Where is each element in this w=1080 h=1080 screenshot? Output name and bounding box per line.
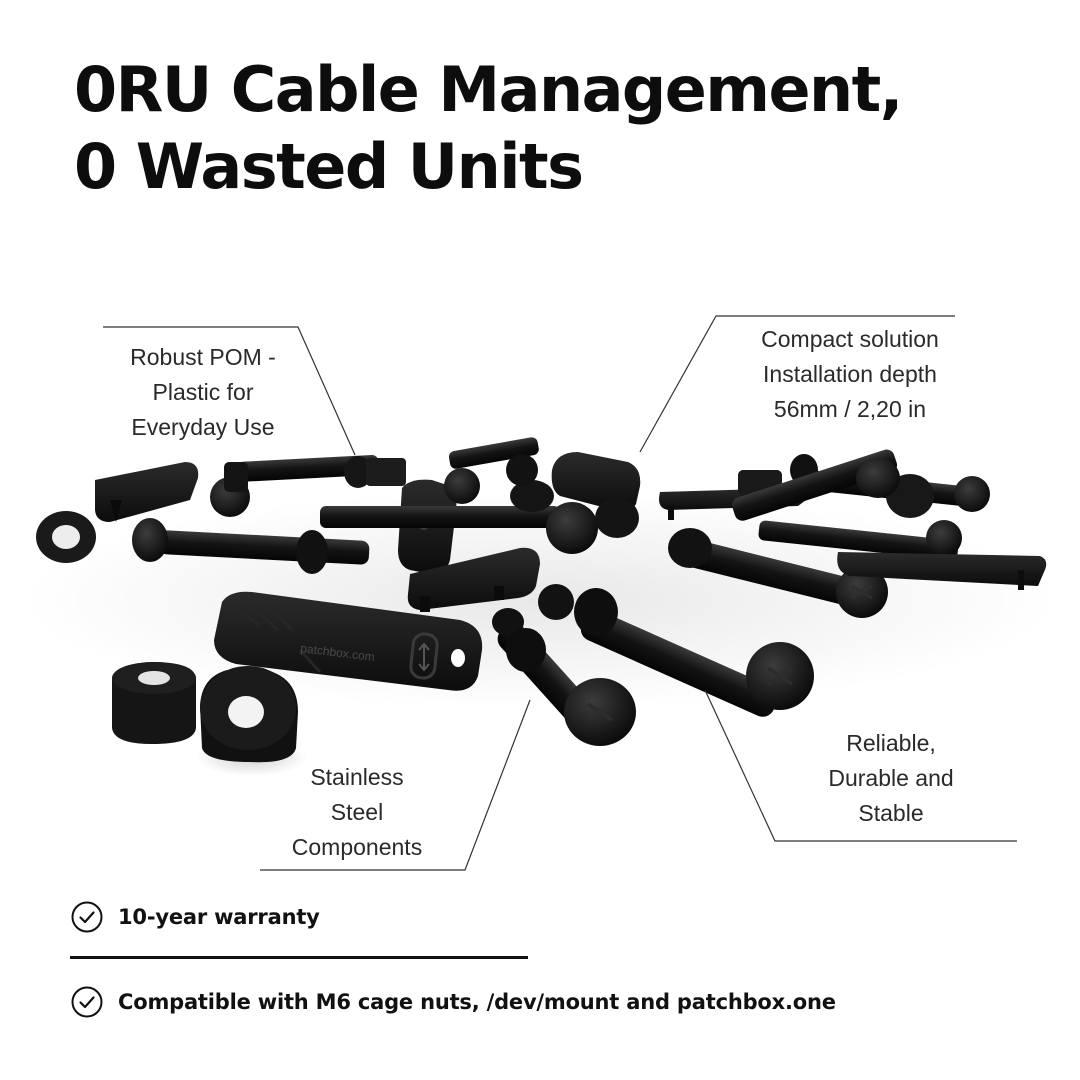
bolt-center <box>320 480 598 554</box>
cable-clip-back-right <box>551 452 641 538</box>
leader-line-steel <box>260 699 531 871</box>
leader-line-compact <box>639 315 955 453</box>
cable-plate-far-right <box>837 552 1047 590</box>
bolt-right-diagonal <box>732 449 900 521</box>
callout-material-line-3: Everyday Use <box>131 414 275 440</box>
feature-divider <box>70 956 528 959</box>
feature-compatibility: Compatible with M6 cage nuts, /dev/mount… <box>70 985 836 1019</box>
bolt-back-left <box>210 454 406 517</box>
callout-compact-line-1: Compact solution <box>761 326 939 352</box>
callout-steel-line-3: Components <box>291 834 423 860</box>
bolt-right-mid <box>758 520 962 561</box>
headline-line-2: 0 Wasted Units <box>74 129 584 203</box>
bolt-mid-left <box>132 518 370 574</box>
spacer-ring-left <box>36 511 96 563</box>
cable-plate-front: patchbox.com <box>214 591 483 691</box>
callout-compact: Compact solution Installation depth 56mm… <box>732 322 968 427</box>
bolt-front-right <box>538 584 814 717</box>
cable-clip-middle <box>407 547 540 612</box>
spacer-front-left <box>112 662 196 744</box>
feature-compatibility-text: Compatible with M6 cage nuts, /dev/mount… <box>118 990 836 1014</box>
feature-warranty-text: 10-year warranty <box>118 905 320 929</box>
callout-steel-line-1: Stainless <box>310 764 404 790</box>
bolt-right-front <box>668 528 888 618</box>
callout-steel-line-2: Steel <box>330 799 384 825</box>
callout-material-line-1: Robust POM - <box>130 344 276 370</box>
callout-material-line-2: Plastic for <box>152 379 254 405</box>
page-headline: 0RU Cable Management, 0 Wasted Units <box>74 52 903 206</box>
callout-leader-lines <box>103 315 1017 871</box>
leader-line-material <box>103 326 356 456</box>
leader-line-reliable <box>704 689 1017 842</box>
callout-reliable-line-2: Durable and <box>828 765 954 791</box>
feature-warranty: 10-year warranty <box>70 900 320 934</box>
callout-steel: Stainless Steel Components <box>262 760 452 865</box>
spacer-front-center <box>196 666 308 776</box>
check-circle-icon <box>71 901 103 933</box>
headline-line-1: 0RU Cable Management, <box>74 53 903 126</box>
bolt-front-left <box>492 608 636 746</box>
cable-clip-back-left <box>95 462 199 522</box>
callout-compact-line-2: Installation depth <box>763 361 937 387</box>
callout-reliable-line-3: Stable <box>858 800 924 826</box>
callout-reliable: Reliable, Durable and Stable <box>800 726 982 831</box>
callout-reliable-line-1: Reliable, <box>846 730 936 756</box>
bolt-center-back <box>444 437 539 504</box>
check-circle-icon <box>71 986 103 1018</box>
callout-compact-line-3: 56mm / 2,20 in <box>773 396 927 422</box>
callout-material: Robust POM - Plastic for Everyday Use <box>100 340 306 445</box>
